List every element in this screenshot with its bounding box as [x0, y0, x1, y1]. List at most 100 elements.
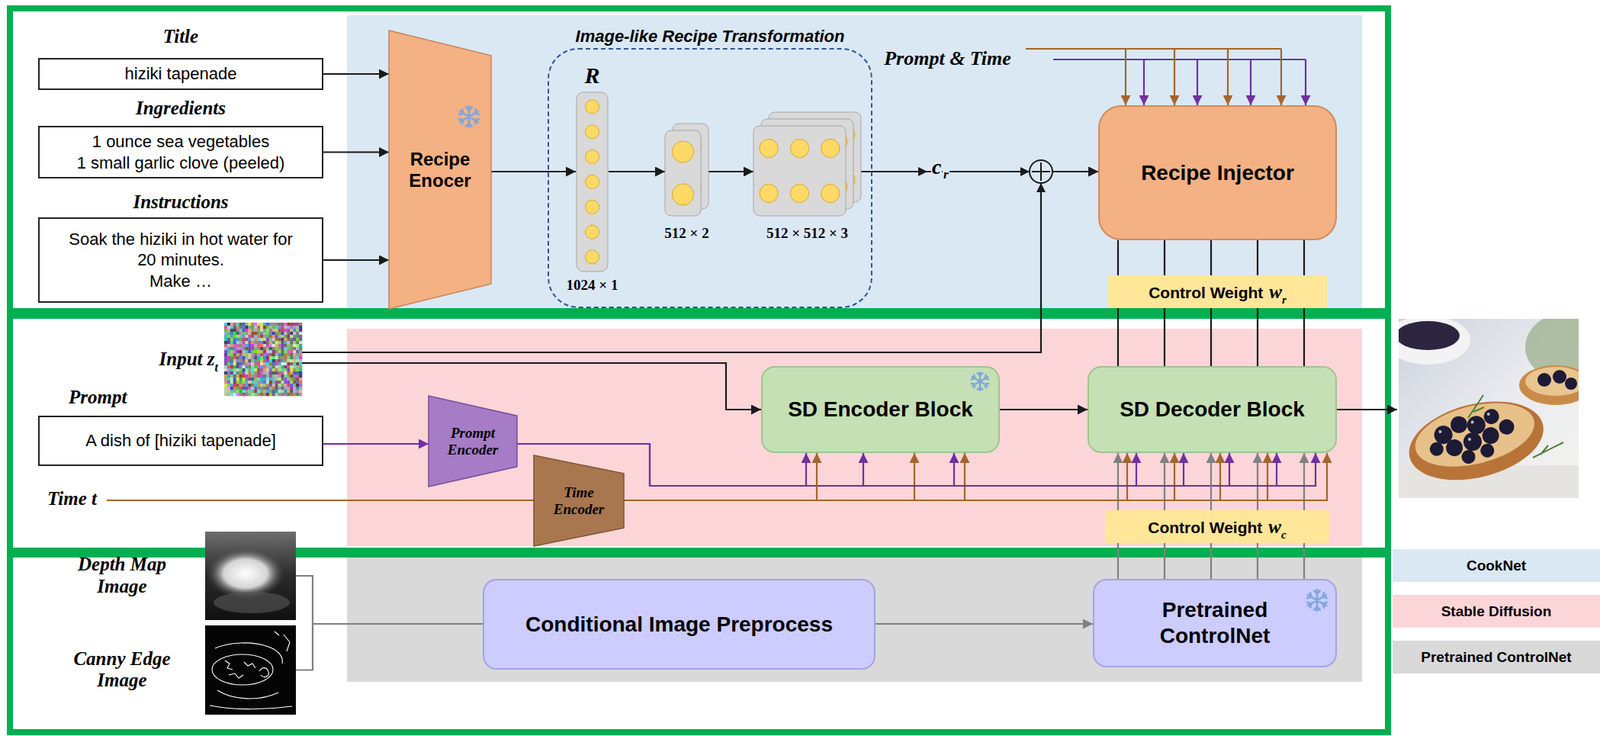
noise-image: [289, 331, 293, 335]
symbol-label: c: [931, 156, 942, 178]
noise-image: [275, 350, 279, 354]
noise-image: [224, 362, 228, 366]
noise-image: [272, 374, 276, 378]
noise-image: [263, 380, 267, 384]
box-content: Recipe Injector: [1134, 160, 1301, 187]
output-arrow: [1336, 408, 1398, 411]
noise-image: [269, 337, 273, 341]
noise-image: [239, 377, 243, 381]
noise-image: [266, 343, 270, 347]
feature-dot: [821, 183, 840, 203]
noise-image: [239, 331, 243, 335]
box-inner: Recipe Enocer: [388, 30, 492, 309]
noise-image: [242, 337, 246, 341]
noise-image: [289, 328, 293, 332]
noise-image: [292, 374, 296, 378]
vector-bar: [576, 92, 608, 272]
subscript-label: r: [942, 167, 950, 181]
noise-image: [281, 368, 285, 372]
controlnet-wires: [1303, 453, 1305, 511]
noise-image: [230, 328, 234, 332]
noise-image: [286, 337, 290, 341]
noise-image: [292, 380, 296, 384]
noise-image: [239, 371, 243, 375]
noise-image: [283, 346, 287, 351]
noise-image: [263, 383, 267, 387]
noise-image: [295, 365, 299, 369]
controlnet-wires: [1256, 453, 1259, 511]
noise-image: [260, 343, 264, 347]
noise-image: [257, 322, 261, 326]
noise-image: [227, 322, 231, 326]
noise-image: [230, 322, 234, 326]
noise-image: [272, 325, 276, 329]
box-text: 1 small garlic clove (peeled): [77, 152, 286, 174]
noise-image: [247, 389, 251, 393]
feature-dot: [821, 138, 840, 158]
legend-text: Stable Diffusion: [1441, 603, 1552, 621]
noise-image: [292, 362, 296, 366]
output-photo: [1436, 412, 1495, 448]
noise-image: [263, 350, 267, 354]
noise-image: [298, 350, 303, 354]
noise-image: [266, 322, 270, 326]
weight-text: Control Weight: [1147, 518, 1263, 537]
box-content: Prompt Encoder: [440, 424, 505, 459]
noise-image: [292, 368, 296, 372]
noise-image: [257, 334, 261, 338]
time-wires: [1025, 48, 1282, 50]
noise-image: [295, 392, 299, 396]
noise-image: [224, 392, 228, 396]
weight-text: r: [1281, 293, 1287, 306]
noise-image: [286, 331, 290, 335]
noise-image: [298, 389, 303, 393]
noise-image: [292, 353, 296, 357]
output-photo: [1444, 437, 1466, 459]
noise-image: [278, 322, 282, 326]
noise-image: [269, 359, 273, 363]
noise-image: [295, 362, 299, 366]
noise-image: [292, 346, 296, 351]
prompt-wires: [1143, 59, 1145, 106]
noise-image: [230, 356, 234, 360]
time-wires: [1124, 48, 1127, 106]
output-photo: [1519, 365, 1579, 405]
time-wires: [1173, 48, 1176, 106]
output-photo: [1525, 366, 1579, 396]
noise-image: [272, 371, 276, 375]
canny-image: [212, 654, 274, 685]
noise-image: [263, 340, 267, 344]
noise-image: [292, 322, 296, 326]
noise-image: [230, 343, 234, 347]
noise-image: [281, 359, 285, 363]
noise-image: [272, 346, 276, 351]
noise-image: [244, 331, 248, 335]
noise-image: [260, 371, 264, 375]
connector: [1210, 453, 1212, 511]
noise-image: [272, 380, 276, 384]
time-wires: [963, 453, 966, 501]
title-box: Titlehiziki tapenade: [38, 57, 324, 90]
label-wrap: Time t: [47, 488, 97, 510]
connector: [1210, 308, 1212, 367]
box-inner: A dish of [hiziki tapenade]: [39, 417, 322, 465]
output-photo: [1482, 407, 1501, 426]
noise-image: [260, 350, 264, 354]
input-label: t: [215, 360, 219, 374]
input-label: Input z: [159, 348, 216, 370]
output-photo: [1480, 425, 1501, 447]
heading-text: Prompt: [68, 386, 127, 408]
box-content: Control Weightwr: [1143, 281, 1292, 303]
noise-image: [281, 343, 285, 347]
canny-image: [209, 705, 293, 710]
noise-image: [295, 356, 299, 360]
noise-image: [286, 328, 290, 332]
noise-image: [263, 343, 267, 347]
noise-image: [263, 368, 267, 372]
noise-image: [244, 365, 248, 369]
noise-image: [236, 383, 240, 387]
noise-image: [257, 380, 261, 384]
noise-image: [275, 322, 279, 326]
noise-image: [289, 377, 293, 381]
feature-dot: [671, 183, 694, 206]
